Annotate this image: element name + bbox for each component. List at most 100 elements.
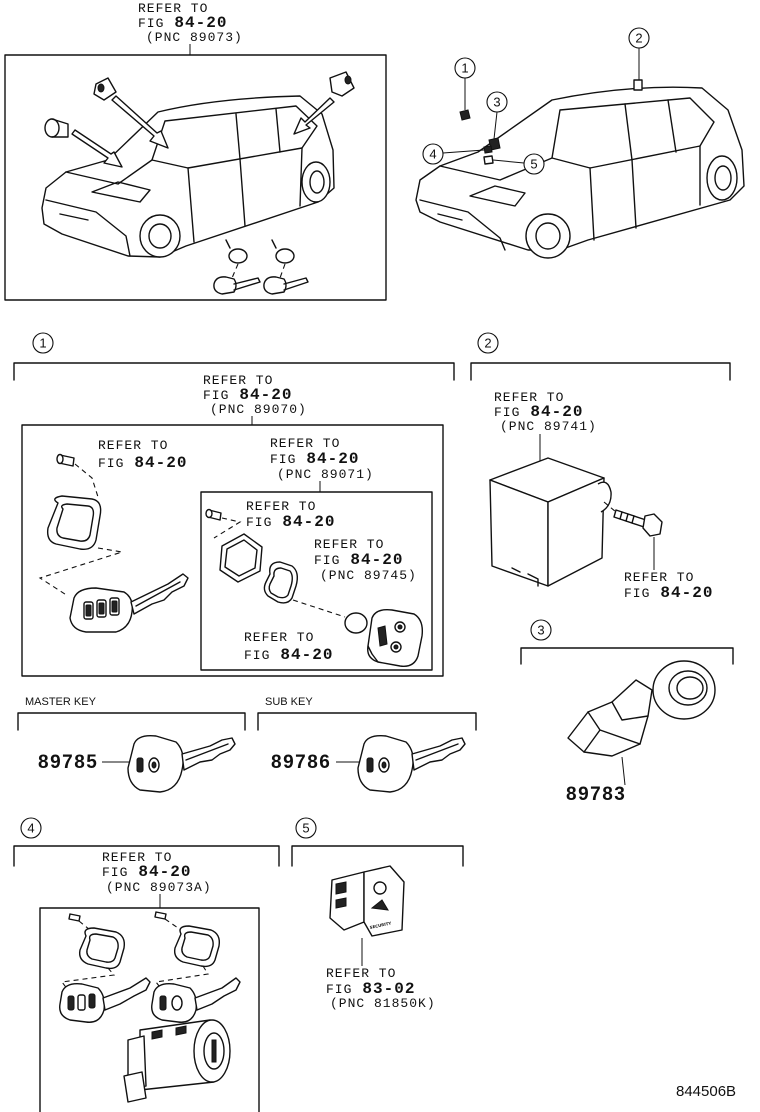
battery [344, 612, 368, 634]
section-bracket [17, 712, 246, 731]
fig-prefix: FIG [314, 553, 340, 568]
car-body [415, 86, 745, 251]
screw [154, 911, 167, 920]
refer-label: REFER TO [102, 850, 172, 865]
fig-number: 84-20 [530, 403, 583, 421]
key-button [88, 993, 96, 1009]
part-number-89786[interactable]: 89786 [271, 752, 331, 773]
car-front-wheel [525, 213, 571, 259]
section-number: 2 [484, 336, 491, 351]
bolt-shank [613, 509, 647, 528]
overview-car-right [415, 79, 745, 259]
section-bracket [291, 845, 464, 867]
key-hole [171, 995, 183, 1011]
kit-box [21, 424, 444, 677]
callout-circle [486, 91, 508, 113]
key-pins [225, 239, 277, 249]
callout-number: 2 [635, 31, 642, 46]
part-number-89783[interactable]: 89783 [566, 784, 626, 805]
car-hood [65, 159, 153, 185]
fig-prefix: FIG [270, 452, 296, 467]
receiver-side [547, 477, 605, 587]
callout-circle [454, 57, 476, 79]
car-rear-wheel [301, 161, 331, 203]
refer-label: REFER TO [98, 438, 168, 453]
key-ring [275, 248, 295, 264]
section-circle [295, 817, 317, 839]
overview-car-left [41, 95, 335, 258]
fig-number: 84-20 [350, 551, 403, 569]
callout-4: 4 [422, 143, 444, 165]
overview-lock-parts [44, 71, 355, 295]
pnc-label: (PNC 89741) [500, 419, 597, 434]
transmitter-box [200, 491, 433, 671]
pnc-label: (PNC 89071) [277, 467, 374, 482]
key-slot [366, 757, 374, 773]
refer-label: REFER TO [246, 499, 316, 514]
dashed-guide [74, 463, 99, 498]
section-2-header: 2 [470, 332, 731, 381]
fig-prefix: FIG [244, 648, 270, 663]
section-4-header: 4 [13, 817, 280, 867]
pnc-label: (PNC 89073A) [106, 880, 212, 895]
transmitter-button-dot [397, 624, 403, 630]
car-rear-hub [309, 170, 325, 194]
sensor-bracket [567, 679, 653, 757]
key-blade-groove [185, 743, 229, 761]
fig-number: 84-20 [174, 14, 227, 32]
car-bumper [419, 199, 506, 251]
switch-face [363, 865, 405, 937]
key-button [77, 994, 86, 1011]
section-circle [32, 332, 54, 354]
callout-2: 2 [628, 27, 650, 49]
key-blade [181, 737, 236, 771]
section-circle [477, 332, 499, 354]
fig-prefix: FIG [494, 405, 520, 420]
refer-fig: FIG 84-20 [314, 551, 403, 569]
section-bracket [520, 647, 734, 665]
leader-line [621, 756, 626, 786]
kit-parts-drawing [38, 453, 424, 667]
key-blade [102, 977, 151, 1011]
section-5-header: 5 [291, 817, 464, 867]
car-doors [187, 147, 303, 243]
part-number-89785[interactable]: 89785 [38, 752, 98, 773]
key-case-inner [86, 933, 119, 963]
receiver-connector [511, 567, 539, 587]
section-bracket [13, 845, 280, 867]
key-blade [130, 573, 189, 615]
dashed-guide [38, 547, 123, 597]
callout-number: 5 [530, 157, 537, 172]
key-head [263, 276, 287, 295]
lock-set-box [39, 907, 260, 1112]
switch-marking: SECURITY [369, 920, 392, 929]
door-lock-cylinder [93, 77, 117, 101]
car-pillars [624, 99, 677, 161]
small-lock-body [51, 118, 69, 138]
lock-cylinder-pins [151, 1025, 187, 1040]
dashed-guide [292, 599, 346, 618]
key-ring [228, 248, 248, 264]
overview-box [4, 54, 387, 301]
part-marker [483, 155, 494, 165]
section-bracket [257, 712, 477, 731]
key-case-inner [181, 931, 214, 961]
section-number: 4 [27, 821, 34, 836]
